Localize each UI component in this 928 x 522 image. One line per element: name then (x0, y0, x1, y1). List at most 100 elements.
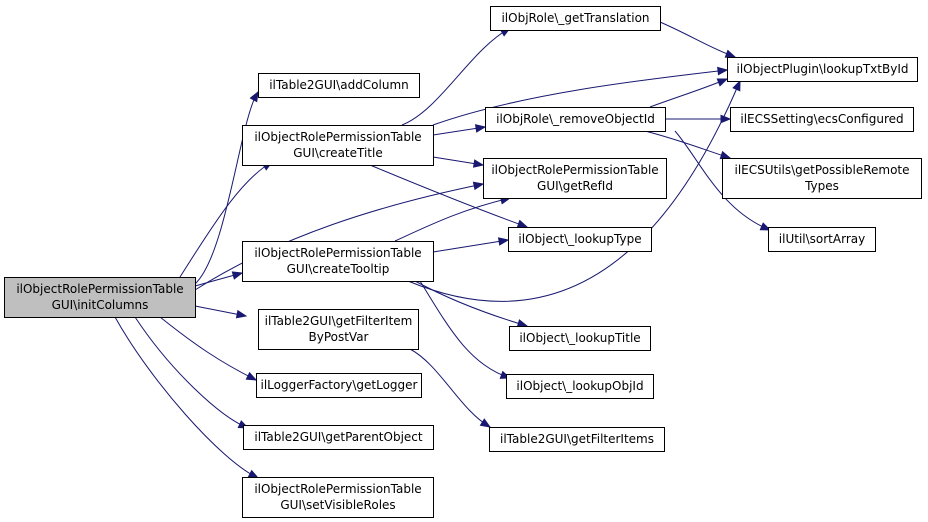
node-removeObjectId[interactable]: ilObjRole\_removeObjectId (485, 107, 666, 132)
node-label-line: ilLoggerFactory\getLogger (261, 378, 418, 392)
node-label-line: ilObjectRolePermissionTable (254, 246, 421, 260)
node-sortArray[interactable]: ilUtil\sortArray (768, 227, 876, 252)
node-getFilterItems[interactable]: ilTable2GUI\getFilterItems (489, 427, 665, 452)
arrowhead-lookupType (497, 237, 510, 246)
edge-createTitle-to-lookupType (369, 164, 528, 228)
node-label-line: GUI\getRefId (537, 179, 613, 193)
arrowhead-lookupTxtById (717, 66, 729, 76)
node-box (768, 227, 876, 252)
node-box (490, 6, 661, 31)
arrowhead-setVisibleRoles (247, 469, 260, 479)
node-label-line: ilTable2GUI\getFilterItem (265, 314, 413, 328)
node-box (256, 373, 422, 398)
node-label-line: GUI\setVisibleRoles (280, 498, 395, 512)
arrowhead-sortArray (759, 222, 772, 231)
edge-root-to-getParentObject (134, 316, 249, 429)
edge-createTooltip-to-lookupType (432, 239, 509, 253)
edge-root-to-getLogger (159, 316, 257, 381)
node-getLogger[interactable]: ilLoggerFactory\getLogger (256, 373, 422, 398)
node-label-line: ilObject\_lookupTitle (519, 331, 640, 345)
node-createTooltip[interactable]: ilObjectRolePermissionTableGUI\createToo… (242, 241, 434, 282)
node-box (242, 477, 434, 518)
edge-createTooltip-to-lookupTitle (414, 280, 528, 327)
arrowhead-addColumn (249, 90, 259, 103)
node-box (722, 158, 922, 199)
node-box (242, 125, 434, 166)
node-box (258, 309, 419, 350)
arrowhead-lookupTxtById (724, 49, 737, 58)
arrowhead-getFilterItems (479, 418, 492, 428)
edge-getTranslation-to-lookupTxtById (659, 21, 736, 58)
node-label-line: GUI\createTooltip (287, 262, 390, 276)
node-label-line: ByPostVar (308, 330, 368, 344)
node-label-line: GUI\createTitle (293, 146, 382, 160)
edge-createTooltip-to-lookupTxtById (407, 80, 741, 302)
node-label-line: GUI\initColumns (52, 298, 149, 312)
edge-createTitle-to-getTranslation (401, 27, 511, 126)
edge-removeObjectId-to-lookupTxtById (649, 78, 728, 108)
node-label-line: ilObjectPlugin\lookupTxtById (737, 62, 909, 76)
node-addColumn[interactable]: ilTable2GUI\addColumn (258, 73, 420, 98)
node-box (242, 241, 434, 282)
arrowhead-getRefId (472, 181, 485, 191)
node-lookupType[interactable]: ilObject\_lookupType (508, 227, 652, 252)
node-ecsConfigured[interactable]: ilECSSetting\ecsConfigured (730, 107, 914, 132)
edge-root-to-setVisibleRoles (114, 316, 259, 479)
node-box (506, 374, 654, 399)
edge-root-to-getRefId (194, 183, 484, 291)
node-label-line: ilObjectRolePermissionTable (254, 130, 421, 144)
nodes-layer: ilObjectRolePermissionTableGUI\initColum… (4, 6, 922, 518)
edge-createTooltip-to-lookupObjId (419, 280, 511, 379)
arrowhead-getRefId (472, 159, 485, 168)
arrowhead-createTooltip (231, 271, 244, 280)
node-box (483, 158, 667, 199)
node-box (730, 107, 914, 132)
node-createTitle[interactable]: ilObjectRolePermissionTableGUI\createTit… (242, 125, 434, 166)
arrowhead-getLogger (245, 371, 258, 381)
node-box (485, 107, 666, 132)
node-lookupTitle[interactable]: ilObject\_lookupTitle (509, 326, 651, 351)
node-label-line: ilObjRole\_getTranslation (501, 11, 649, 25)
node-box (243, 425, 434, 450)
node-label-line: ilTable2GUI\addColumn (269, 78, 409, 92)
node-label-line: ilUtil\sortArray (779, 232, 865, 246)
node-label-line: ilObjectRolePermissionTable (254, 482, 421, 496)
edge-getFilterItemByPostVar-to-getFilterItems (409, 348, 491, 428)
node-label-line: Types (804, 179, 839, 193)
node-label-line: ilObjRole\_removeObjectId (496, 112, 655, 126)
node-label-line: ilTable2GUI\getFilterItems (500, 432, 654, 446)
node-root[interactable]: ilObjectRolePermissionTableGUI\initColum… (4, 277, 196, 318)
node-lookupTxtById[interactable]: ilObjectPlugin\lookupTxtById (727, 57, 918, 82)
arrowhead-getFilterItemByPostVar (235, 309, 248, 319)
node-box (508, 227, 652, 252)
node-label-line: ilECSUtils\getPossibleRemote (734, 163, 909, 177)
node-label-line: ilObjectRolePermissionTable (491, 163, 658, 177)
arrowhead-lookupTxtById (716, 78, 729, 87)
edges-layer (114, 21, 772, 479)
node-box (509, 326, 651, 351)
edge-createTitle-to-lookupTxtById (432, 69, 728, 126)
node-box (489, 427, 665, 452)
node-label-line: ilObject\_lookupType (518, 232, 641, 246)
node-box (727, 57, 918, 82)
edge-removeObjectId-to-sortArray (674, 130, 771, 231)
node-setVisibleRoles[interactable]: ilObjectRolePermissionTableGUI\setVisibl… (242, 477, 434, 518)
node-box (4, 277, 196, 318)
arrowhead-lookupTxtById (732, 79, 741, 92)
edge-root-to-addColumn (194, 91, 259, 285)
arrowhead-getPossibleRemoteTypes (719, 150, 732, 160)
node-label-line: ilObjectRolePermissionTable (16, 282, 183, 296)
edge-root-to-createTitle (179, 161, 273, 278)
edge-removeObjectId-to-getPossibleRemoteTypes (644, 130, 731, 159)
arrowhead-removeObjectId (474, 124, 487, 133)
arrowhead-lookupType (516, 219, 529, 228)
node-getTranslation[interactable]: ilObjRole\_getTranslation (490, 6, 661, 31)
node-lookupObjId[interactable]: ilObject\_lookupObjId (506, 374, 654, 399)
node-getParentObject[interactable]: ilTable2GUI\getParentObject (243, 425, 434, 450)
edge-createTooltip-to-getRefId (394, 197, 511, 242)
node-label-line: ilTable2GUI\getParentObject (254, 430, 422, 444)
